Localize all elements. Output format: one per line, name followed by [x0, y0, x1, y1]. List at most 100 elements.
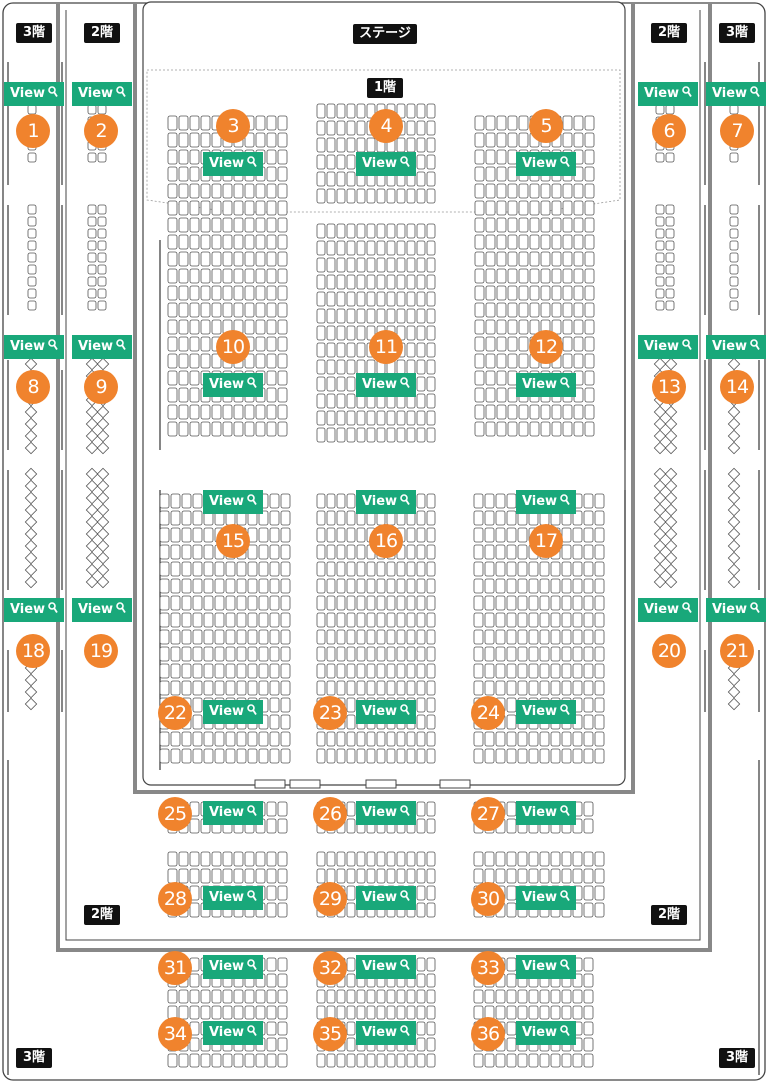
view-button-area-32[interactable]: View	[356, 955, 416, 979]
view-button-area-16[interactable]: View	[356, 490, 416, 514]
view-button-area-18[interactable]: View	[4, 598, 64, 622]
view-button-area-1[interactable]: View	[4, 82, 64, 106]
view-button-area-9[interactable]: View	[72, 335, 132, 359]
seat	[277, 818, 288, 834]
seat	[233, 421, 244, 437]
seat	[376, 868, 386, 884]
view-button-area-31[interactable]: View	[203, 955, 263, 979]
seat	[529, 404, 540, 420]
view-button-label: View	[361, 890, 398, 905]
view-button-area-5[interactable]: View	[516, 152, 576, 176]
magnifier-icon	[560, 494, 570, 505]
seat	[517, 868, 528, 884]
seat	[584, 217, 595, 233]
seat	[653, 503, 667, 517]
seat	[653, 563, 667, 577]
seat	[316, 223, 326, 239]
seat	[336, 851, 346, 867]
view-button-area-12[interactable]: View	[516, 373, 576, 397]
area-badge-27: 27	[471, 797, 505, 831]
seat	[426, 410, 436, 426]
view-button-area-15[interactable]: View	[203, 490, 263, 514]
view-button-area-22[interactable]: View	[203, 700, 263, 724]
seat	[540, 183, 551, 199]
seat	[594, 868, 605, 884]
seat	[211, 200, 222, 216]
view-button-area-30[interactable]: View	[516, 886, 576, 910]
view-button-area-6[interactable]: View	[638, 82, 698, 106]
seat	[222, 200, 233, 216]
seat	[484, 1053, 495, 1068]
view-button-area-14[interactable]: View	[706, 335, 766, 359]
view-button-area-10[interactable]: View	[203, 373, 263, 397]
view-button-area-11[interactable]: View	[356, 373, 416, 397]
view-button-area-24[interactable]: View	[516, 700, 576, 724]
seat	[326, 851, 336, 867]
view-button-area-28[interactable]: View	[203, 886, 263, 910]
seat	[416, 629, 426, 645]
seat	[506, 885, 517, 901]
seat	[518, 353, 529, 369]
view-button-area-36[interactable]: View	[516, 1021, 576, 1045]
seat	[222, 868, 233, 884]
view-button-area-13[interactable]: View	[638, 335, 698, 359]
view-button-area-35[interactable]: View	[356, 1021, 416, 1045]
area-badge-9: 9	[84, 370, 118, 404]
seat	[376, 629, 386, 645]
seat	[517, 1005, 528, 1020]
seat	[473, 851, 484, 867]
view-button-area-34[interactable]: View	[203, 1021, 263, 1045]
view-button-area-17[interactable]: View	[516, 490, 576, 514]
seat	[326, 578, 336, 594]
seat	[178, 421, 189, 437]
seat	[655, 204, 665, 215]
seat	[506, 1053, 517, 1068]
seat	[653, 357, 667, 371]
seat	[473, 561, 484, 577]
seat	[277, 217, 288, 233]
view-button-area-4[interactable]: View	[356, 152, 416, 176]
view-button-area-25[interactable]: View	[203, 801, 263, 825]
seat	[474, 132, 485, 148]
view-button-area-2[interactable]: View	[72, 82, 132, 106]
view-button-area-8[interactable]: View	[4, 335, 64, 359]
seat	[495, 510, 506, 526]
seat	[426, 257, 436, 273]
seat	[211, 1053, 222, 1068]
seat	[326, 325, 336, 341]
view-button-area-26[interactable]: View	[356, 801, 416, 825]
seat	[316, 291, 326, 307]
seat	[346, 973, 356, 988]
view-button-area-33[interactable]: View	[516, 955, 576, 979]
view-button-area-3[interactable]: View	[203, 152, 263, 176]
view-button-area-29[interactable]: View	[356, 886, 416, 910]
view-button-area-23[interactable]: View	[356, 700, 416, 724]
seat	[416, 680, 426, 696]
seat	[562, 234, 573, 250]
seat	[346, 680, 356, 696]
seat	[727, 539, 741, 553]
seat	[426, 223, 436, 239]
view-button-area-21[interactable]: View	[706, 598, 766, 622]
view-button-label: View	[361, 156, 398, 171]
seat	[326, 342, 336, 358]
seat	[727, 357, 741, 371]
view-button-area-27[interactable]: View	[516, 801, 576, 825]
seat	[87, 276, 97, 287]
seat	[316, 154, 326, 170]
view-button-area-7[interactable]: View	[706, 82, 766, 106]
view-button-area-20[interactable]: View	[638, 598, 698, 622]
magnifier-icon	[400, 156, 410, 167]
area-badge-31: 31	[158, 951, 192, 985]
seat	[269, 629, 280, 645]
seat	[506, 629, 517, 645]
seat	[518, 132, 529, 148]
view-button-area-19[interactable]: View	[72, 598, 132, 622]
magnifier-icon	[682, 602, 692, 613]
seat	[181, 527, 192, 543]
seat	[277, 115, 288, 131]
seat	[346, 1037, 356, 1052]
seat	[192, 544, 203, 560]
seat	[426, 561, 436, 577]
seat	[366, 663, 376, 679]
